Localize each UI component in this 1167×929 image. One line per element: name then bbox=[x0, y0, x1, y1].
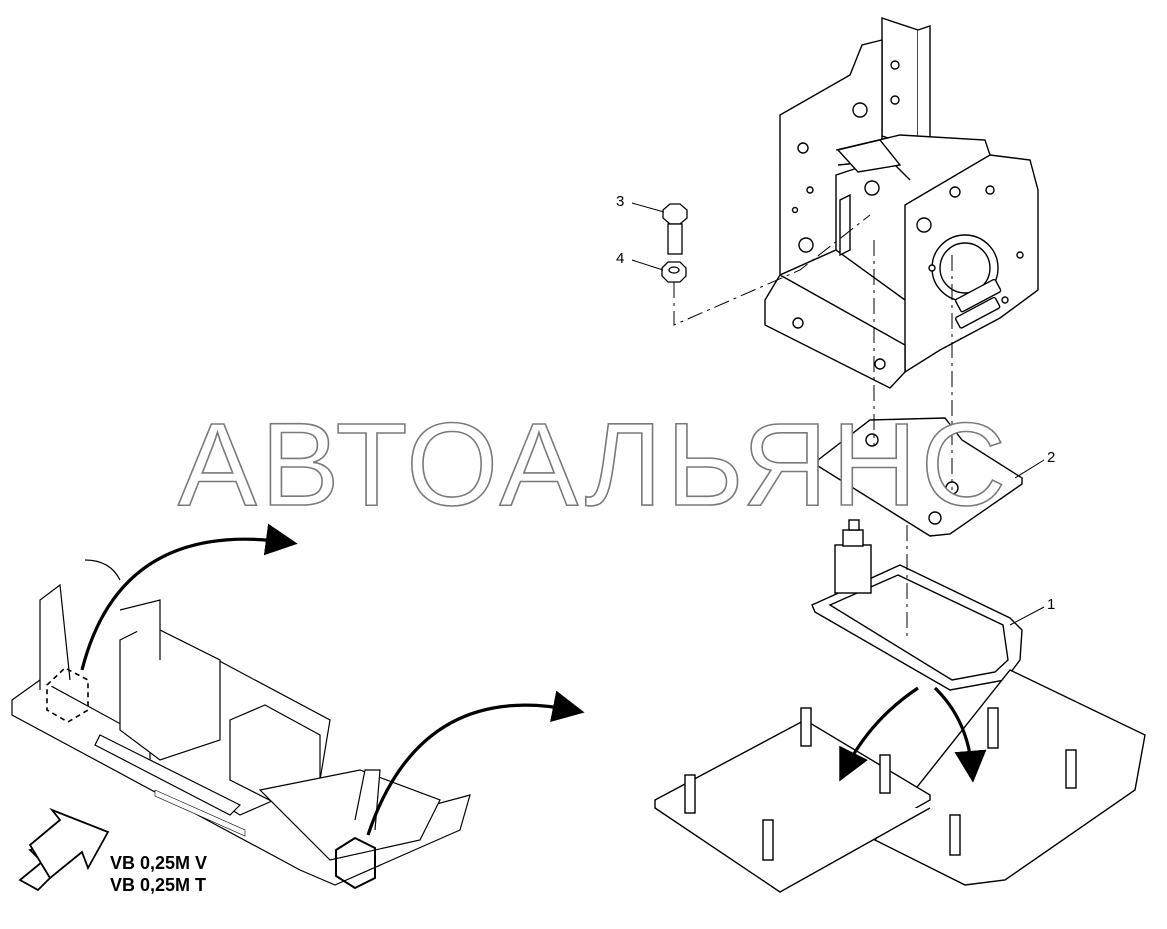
leader-lines bbox=[631, 202, 1045, 626]
detail-marker-solid bbox=[335, 836, 376, 890]
callout-4: 4 bbox=[616, 250, 625, 267]
assembly-lines bbox=[673, 214, 953, 640]
model-label-v: VB 0,25M V bbox=[110, 853, 208, 873]
callout-2: 2 bbox=[1047, 449, 1056, 466]
detail-markers bbox=[46, 667, 89, 723]
model-label-t: VB 0,25M T bbox=[110, 875, 207, 895]
direction-arrows bbox=[80, 523, 987, 836]
housing-bracket bbox=[764, 17, 1039, 389]
paver-machine bbox=[11, 559, 471, 886]
watermark: АВТОАЛЬЯНС bbox=[177, 399, 1011, 531]
gasket-plate bbox=[816, 417, 1024, 537]
view-direction-arrow bbox=[18, 807, 110, 892]
bolt-and-nut bbox=[661, 203, 688, 283]
sensor-frame bbox=[811, 519, 1023, 691]
callout-1: 1 bbox=[1047, 596, 1056, 613]
callout-3: 3 bbox=[616, 193, 625, 210]
